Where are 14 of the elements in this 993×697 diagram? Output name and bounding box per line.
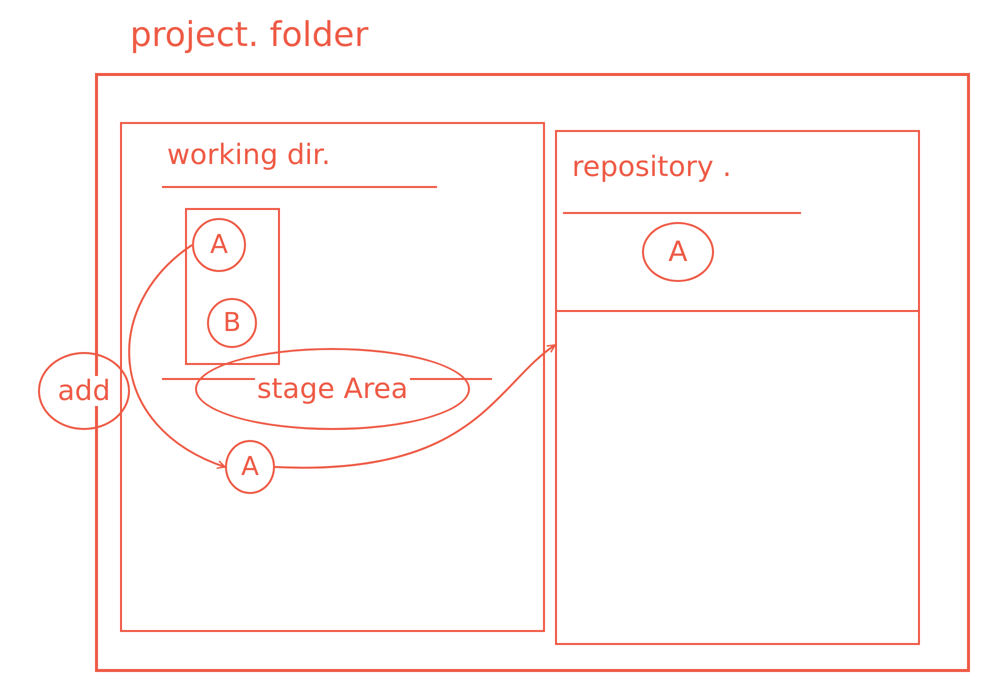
file-group-box (185, 208, 280, 365)
label-oval (38, 352, 130, 430)
folder-title: project. folder (130, 15, 368, 55)
area-title: repository . (572, 150, 732, 183)
file-circle (207, 298, 257, 348)
area-panel (555, 130, 920, 645)
arrow (274, 344, 556, 468)
file-circle (225, 440, 275, 494)
area-title: working dir. (167, 138, 330, 171)
file-circle (642, 222, 714, 282)
file-circle (192, 218, 246, 272)
area-panel (120, 122, 545, 632)
arrow (128, 244, 226, 468)
label-oval (195, 348, 470, 430)
